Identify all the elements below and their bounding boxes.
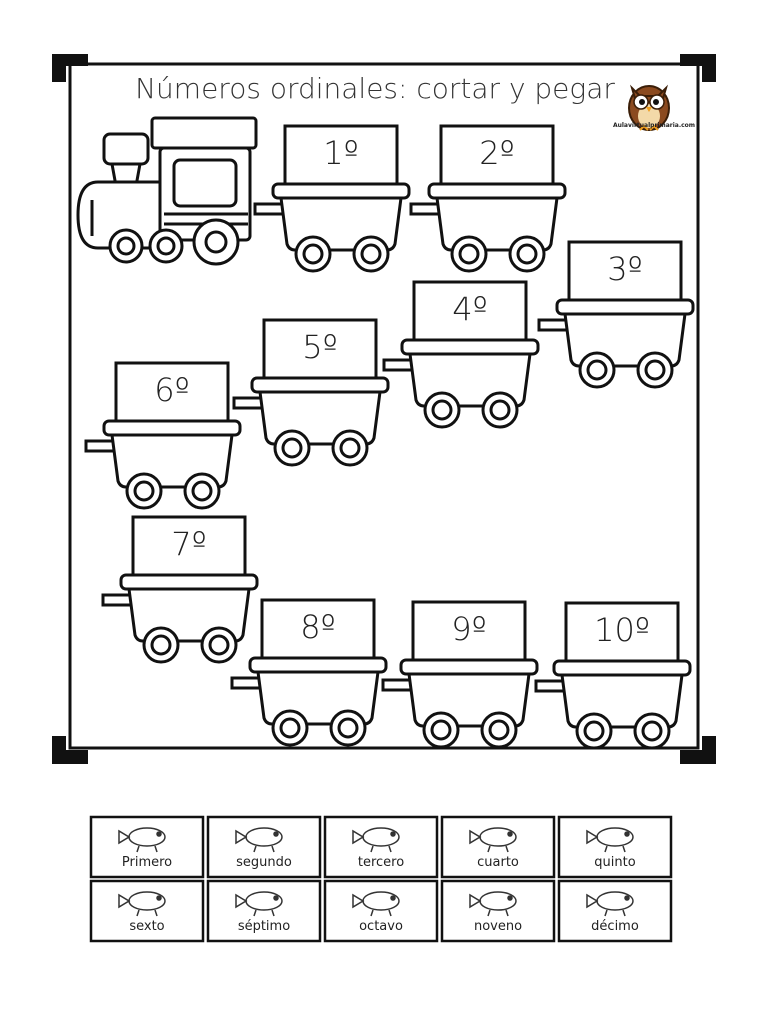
cutout-card-word: décimo: [591, 919, 639, 934]
cutout-card: [557, 879, 673, 943]
cutout-card: [206, 815, 322, 879]
wagon: [381, 600, 539, 749]
wagon-ordinal-label: 6º: [154, 371, 190, 409]
shrimp-icon: [586, 891, 634, 917]
cutout-card: [440, 815, 556, 879]
cutout-card-word: segundo: [236, 855, 292, 870]
wagon-ordinal-label: 3º: [607, 250, 643, 288]
wagon: [230, 598, 388, 747]
corner-tape-icon: [52, 54, 716, 764]
duck-icon: [352, 827, 400, 853]
cutout-card-word: sexto: [129, 919, 165, 934]
wagon: [253, 124, 411, 273]
cutout-card: [89, 879, 205, 943]
wagon-group: [84, 124, 695, 750]
wagon-ordinal-label: 8º: [300, 608, 336, 646]
cutout-card: [323, 879, 439, 943]
cutout-card-grid: [89, 815, 673, 943]
cutout-card-word: quinto: [594, 855, 636, 870]
wagon-ordinal-label: 4º: [452, 290, 488, 328]
wagon-ordinal-label: 2º: [479, 134, 515, 172]
snail-icon: [235, 891, 283, 917]
turtle-icon: [586, 827, 634, 853]
wagon: [232, 318, 390, 467]
beaver-icon: [235, 827, 283, 853]
cutout-card: [206, 879, 322, 943]
locomotive-icon: [76, 116, 258, 266]
wagon: [101, 515, 259, 664]
cutout-card: [440, 879, 556, 943]
worksheet-title: Números ordinales: cortar y pegar: [135, 72, 615, 105]
fish-icon: [352, 891, 400, 917]
cutout-card: [323, 815, 439, 879]
wagon: [382, 280, 540, 429]
wagon-ordinal-label: 9º: [451, 610, 487, 648]
wagon-ordinal-label: 7º: [171, 525, 207, 563]
site-url: Aulavirtualprimaria.com: [612, 122, 696, 129]
crocodile-icon: [118, 827, 166, 853]
wagon: [409, 124, 567, 273]
cutout-card-word: séptimo: [237, 919, 291, 934]
wagon-ordinal-label: 1º: [323, 134, 359, 172]
cutout-card-word: noveno: [473, 919, 523, 934]
wagon-ordinal-label: 5º: [302, 328, 338, 366]
cutout-card: [89, 815, 205, 879]
owl-icon: [628, 84, 670, 131]
cutout-card: [557, 815, 673, 879]
cutout-card-word: cuarto: [477, 855, 519, 870]
snake-icon: [469, 827, 517, 853]
wagon-ordinal-label: 10º: [594, 611, 650, 649]
worksheet-frame: [68, 62, 700, 750]
frog-icon: [469, 891, 517, 917]
cutout-card-word: octavo: [359, 919, 403, 934]
fly-icon: [118, 891, 166, 917]
wagon: [84, 361, 242, 510]
wagon: [537, 240, 695, 389]
wagon: [534, 601, 692, 750]
cutout-card-word: Primero: [121, 855, 173, 870]
cutout-card-word: tercero: [357, 855, 405, 870]
